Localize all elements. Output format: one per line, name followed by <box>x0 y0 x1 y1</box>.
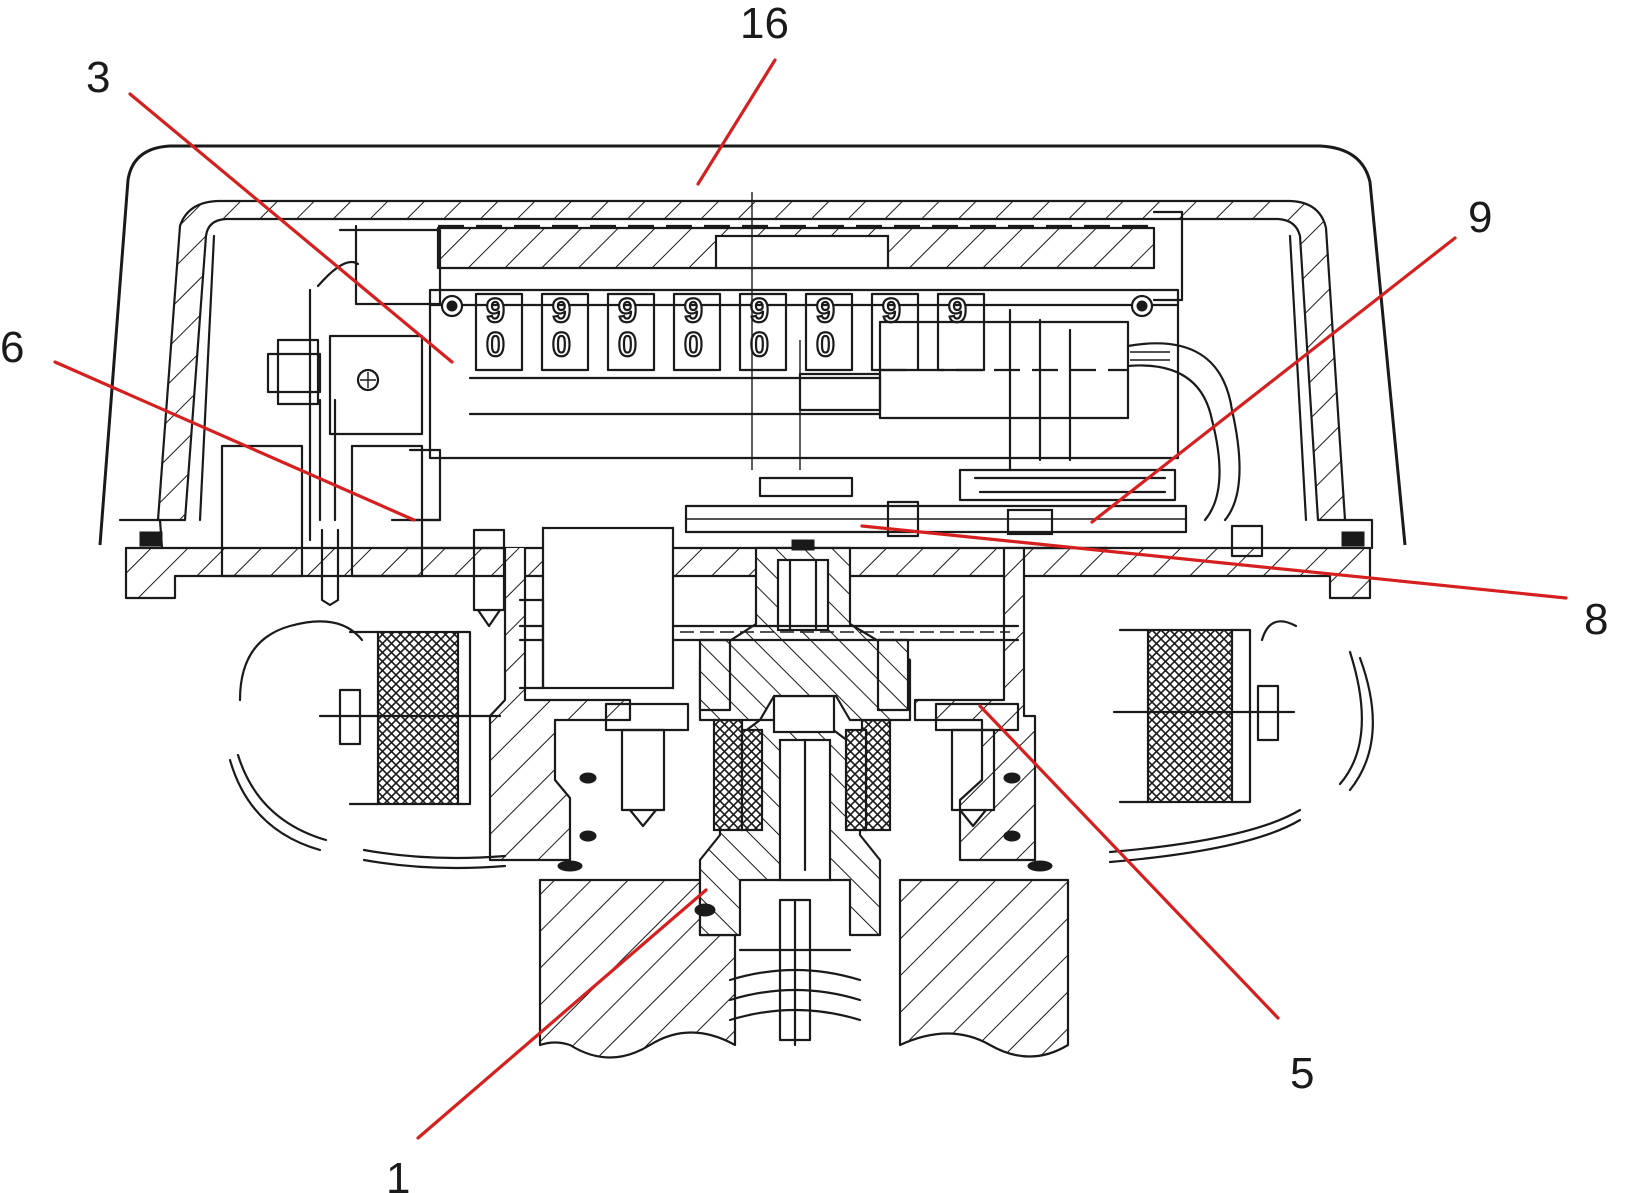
leader-1 <box>416 888 708 1140</box>
digit-middle: 0 <box>552 326 571 364</box>
left-side-assembly <box>220 260 442 607</box>
digit-wheel <box>540 292 590 372</box>
digit-top: 9 <box>552 292 571 330</box>
callout-16: 16 <box>740 0 789 48</box>
digit-top: 9 <box>882 292 901 330</box>
digit-middle: 0 <box>816 326 835 364</box>
digit-top: 9 <box>684 292 703 330</box>
leader-8 <box>860 524 1568 600</box>
leader-5 <box>978 704 1280 1020</box>
digit-top: 9 <box>816 292 835 330</box>
callout-3: 3 <box>86 53 110 102</box>
central-body <box>405 500 1264 1059</box>
leader-9 <box>1090 236 1457 524</box>
digit-middle: 0 <box>486 326 505 364</box>
digit-middle: 0 <box>618 326 637 364</box>
callout-leaders <box>53 58 1568 1140</box>
digit-top: 9 <box>750 292 769 330</box>
callout-6: 6 <box>0 323 24 372</box>
callout-1: 1 <box>386 1154 410 1193</box>
outer-cover <box>98 144 1407 546</box>
inner-housing <box>118 199 1374 600</box>
leader-3 <box>128 92 454 364</box>
digit-wheel <box>804 292 854 372</box>
digit-wheel <box>738 292 788 372</box>
left-magnet <box>228 620 507 870</box>
digit-wheel <box>606 292 656 372</box>
digit-wheel <box>474 292 524 372</box>
digit-middle: 0 <box>684 326 703 364</box>
leader-16 <box>696 58 777 186</box>
callout-9: 9 <box>1468 193 1492 242</box>
callout-8: 8 <box>1584 595 1608 644</box>
right-magnet <box>1108 620 1374 864</box>
digit-middle: 0 <box>750 326 769 364</box>
digit-top: 9 <box>948 292 967 330</box>
callout-5: 5 <box>1290 1049 1314 1098</box>
digit-wheel <box>672 292 722 372</box>
leader-6 <box>53 360 416 522</box>
digit-top: 9 <box>486 292 505 330</box>
digit-top: 9 <box>618 292 637 330</box>
